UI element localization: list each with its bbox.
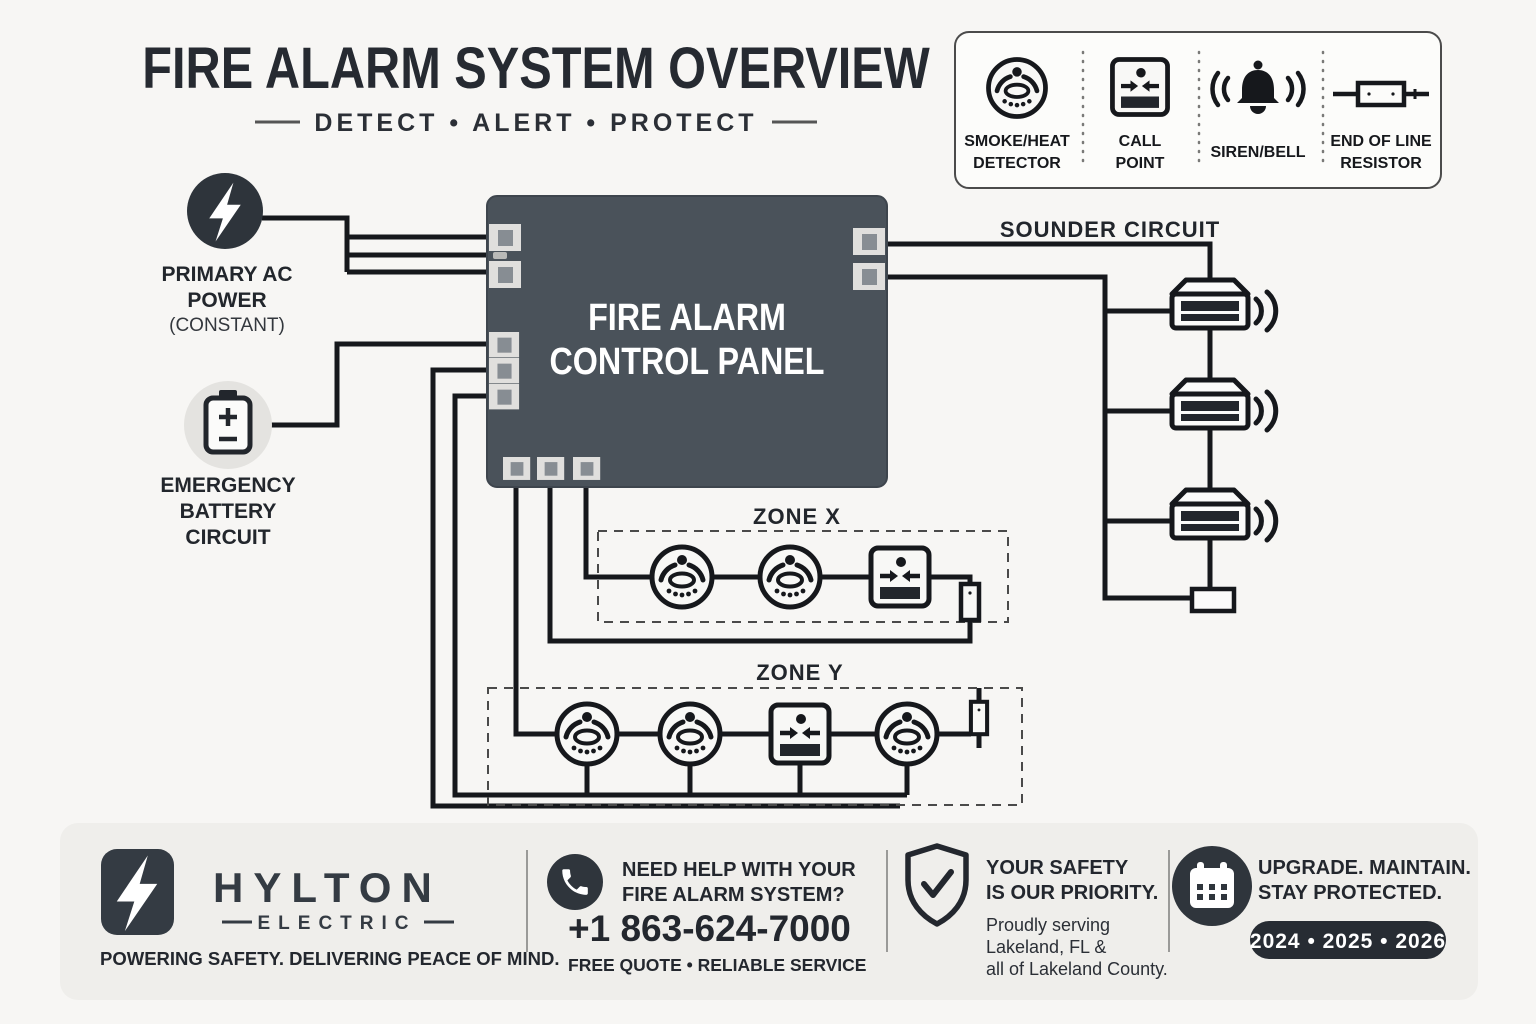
battery-label: EMERGENCY [160,474,295,497]
legend-label: SIREN/BELL [1210,144,1305,161]
help-line-1: NEED HELP WITH YOUR [622,859,856,881]
sounder-icon [1172,280,1276,330]
control-panel: FIRE ALARM CONTROL PANEL [486,195,888,488]
power-label: PRIMARY AC [161,263,292,286]
battery-icon [203,390,253,455]
calendar-icon [1190,862,1234,908]
end-of-line-resistor [1189,586,1237,614]
call-point-icon [771,705,829,763]
footer-safety: YOUR SAFETY IS OUR PRIORITY. Proudly ser… [905,843,1168,979]
brand-subname: ELECTRIC [258,913,417,934]
footer-maintain: UPGRADE. MAINTAIN. STAY PROTECTED. 2024 … [1172,846,1471,959]
brand-name: HYLTON [213,864,442,911]
call-point-icon [1112,59,1167,114]
panel-plug [493,252,507,259]
call-point-icon [871,548,929,606]
sounder-circuit: SOUNDER CIRCUIT [1000,217,1276,614]
smoke-detector-icon [660,704,720,764]
panel-terminal [489,358,520,384]
footer-help: NEED HELP WITH YOUR FIRE ALARM SYSTEM? +… [547,854,866,975]
serving-line-3: all of Lakeland County. [986,959,1168,979]
smoke-detector-icon [760,547,820,607]
footer: HYLTON ELECTRIC POWERING SAFETY. DELIVER… [60,823,1478,1000]
zone-y-boundary [487,687,1023,806]
legend-label: DETECTOR [973,155,1061,172]
legend-label: END OF LINE [1330,133,1432,150]
zone-x-boundary [597,530,1009,623]
page-title: FIRE ALARM SYSTEM OVERVIEW [142,37,930,101]
panel-label: CONTROL PANEL [549,341,824,383]
wire-zone-x-return [547,481,973,644]
panel-terminal [489,384,520,410]
wire-sounder-return [885,274,1192,601]
wire-zone-y-outer [430,367,900,809]
wire-sounder-top [885,241,1213,281]
zone-y-label: ZONE Y [756,660,844,685]
phone-number: +1 863-624-7000 [568,908,851,949]
smoke-heat-detector-icon [989,60,1046,117]
sounder-icon [1172,490,1276,540]
wire-zone-x-link-3 [929,574,973,584]
footer-brand: HYLTON ELECTRIC POWERING SAFETY. DELIVER… [100,849,559,969]
sounder-circuit-label: SOUNDER CIRCUIT [1000,217,1220,242]
maintain-line-1: UPGRADE. MAINTAIN. [1258,857,1471,879]
panel-terminal [853,263,885,290]
years-label: 2024 • 2025 • 2026 [1250,930,1446,953]
shield-check-icon [905,843,969,927]
panel-terminal [537,457,565,480]
wire-zone-y-bus [452,393,907,798]
safety-line-1: YOUR SAFETY [986,857,1129,879]
legend-label: RESISTOR [1340,155,1422,172]
panel-terminal [489,332,520,358]
legend-label: POINT [1116,155,1165,172]
power-label: POWER [187,289,266,312]
wire-zone-y-feed [513,481,557,737]
safety-line-2: IS OUR PRIORITY. [986,882,1158,904]
footer-bar [60,823,1478,1000]
zone-x-label: ZONE X [753,504,841,529]
power-label: (CONSTANT) [169,315,285,336]
panel-terminal [573,457,601,480]
legend-label: SMOKE/HEAT [964,133,1070,150]
phone-icon [562,869,588,895]
panel-terminal [853,228,885,255]
panel-body [486,195,888,488]
legend-label: CALL [1119,133,1162,150]
panel-terminal [489,224,521,251]
panel-terminal [503,457,531,480]
emergency-battery: EMERGENCY BATTERY CIRCUIT [160,381,296,549]
serving-line-1: Proudly serving [986,915,1110,935]
wiring [262,215,1213,809]
end-of-line-resistor [961,584,979,620]
primary-ac-power: PRIMARY AC POWER (CONSTANT) [161,173,293,336]
phone-icon-circle [547,854,603,910]
battery-label: BATTERY [180,500,277,523]
services-line: FREE QUOTE • RELIABLE SERVICE [568,955,866,975]
end-of-line-resistor [971,702,987,734]
wire-zone-x-feed [583,481,652,580]
smoke-detector-icon [557,704,617,764]
brand-tagline: POWERING SAFETY. DELIVERING PEACE OF MIN… [100,948,559,969]
panel-terminal [489,261,521,288]
smoke-detector-icon [877,704,937,764]
zone-y: ZONE Y [487,660,1023,806]
zone-x: ZONE X [597,504,1009,623]
sounder-icon [1172,380,1276,430]
years-pill [1250,921,1446,959]
maintain-line-2: STAY PROTECTED. [1258,882,1442,904]
battery-label: CIRCUIT [185,526,270,549]
header: FIRE ALARM SYSTEM OVERVIEW DETECT • ALER… [142,37,930,137]
wire-battery [270,341,489,428]
serving-line-2: Lakeland, FL & [986,937,1106,957]
help-line-2: FIRE ALARM SYSTEM? [622,884,845,906]
panel-label: FIRE ALARM [588,297,786,339]
smoke-detector-icon [652,547,712,607]
legend-box [954,31,1442,189]
legend: SMOKE/HEAT DETECTOR CALL POINT SIREN/BEL… [954,31,1442,189]
page-subtitle: DETECT • ALERT • PROTECT [314,109,757,137]
